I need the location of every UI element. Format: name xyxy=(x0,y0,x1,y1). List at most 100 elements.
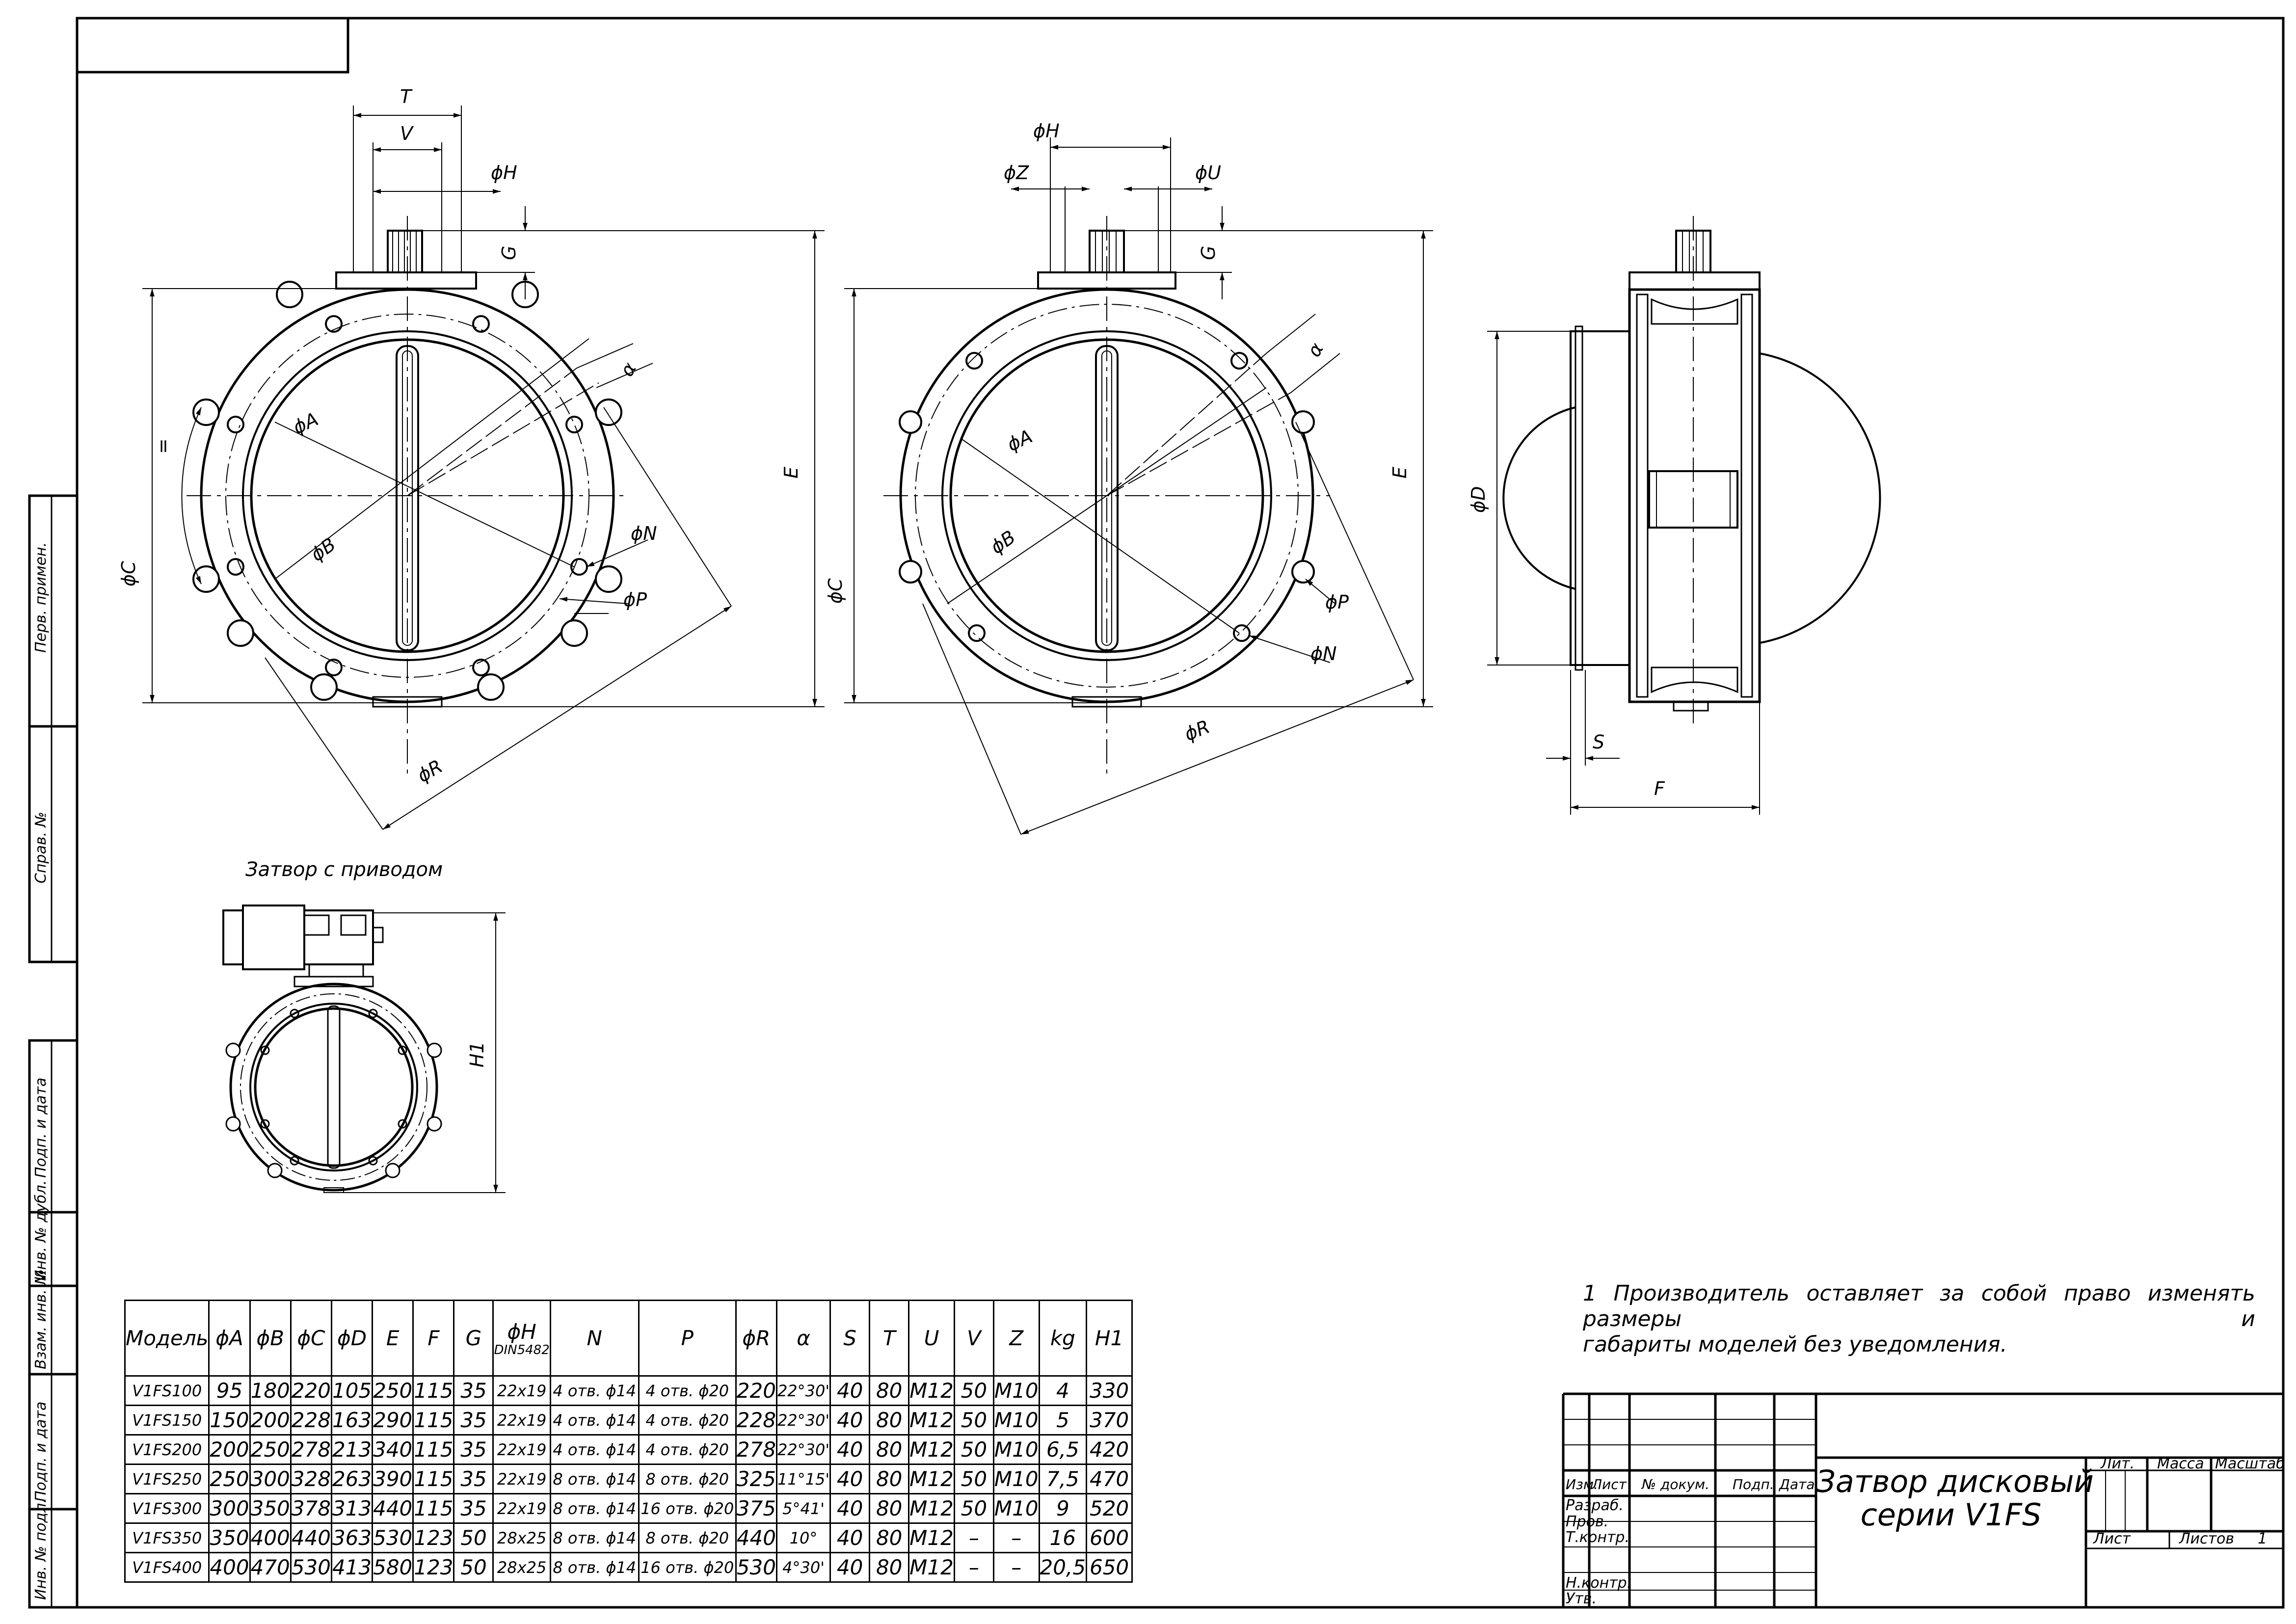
note-line-1: 1 Производитель оставляет за собой право… xyxy=(1583,1281,2255,1331)
table-cell: 330 xyxy=(1086,1375,1133,1406)
tb-mass: Масса xyxy=(2157,1455,2204,1472)
tb-title-line-2: серии V1FS xyxy=(1860,1497,2042,1533)
table-cell: 600 xyxy=(1086,1522,1133,1553)
tb-col-izm: Изм. xyxy=(1566,1476,1598,1492)
table-cell: V1FS300 xyxy=(124,1493,210,1524)
table-cell: 40 xyxy=(829,1405,871,1436)
spec-header-label: ϕA xyxy=(215,1326,243,1350)
side-label-perv-primen: Перв. примен. xyxy=(32,542,50,653)
table-cell: 35 xyxy=(453,1464,494,1494)
table-cell: 123 xyxy=(412,1552,455,1583)
table-cell: 4°30' xyxy=(775,1552,831,1583)
table-cell: 10° xyxy=(775,1522,831,1553)
dim-alpha-label-2: α xyxy=(1303,339,1328,361)
table-cell: 8 отв. ϕ14 xyxy=(549,1552,640,1583)
spec-header-6: F xyxy=(412,1300,455,1377)
dim-r-label-2: ϕR xyxy=(1181,716,1213,745)
table-cell: 200 xyxy=(208,1434,251,1465)
table-cell: 6,5 xyxy=(1038,1434,1088,1465)
table-cell: M12 xyxy=(908,1405,955,1436)
dim-alpha-label: α xyxy=(616,359,641,380)
table-cell: 220 xyxy=(735,1375,777,1406)
table-cell: 95 xyxy=(208,1375,251,1406)
table-cell: 440 xyxy=(290,1522,332,1553)
spec-header-label: ϕH xyxy=(507,1320,536,1344)
table-cell: M12 xyxy=(908,1375,955,1406)
table-cell: – xyxy=(953,1552,994,1583)
table-cell: 105 xyxy=(330,1375,374,1406)
front-view-1 xyxy=(142,106,825,830)
table-cell: V1FS250 xyxy=(124,1464,210,1494)
tb-row-razrab: Разраб. xyxy=(1566,1497,1624,1514)
table-cell: 300 xyxy=(249,1464,292,1494)
table-cell: 40 xyxy=(829,1464,871,1494)
spec-header-label: H1 xyxy=(1095,1326,1124,1350)
side-label-inv-dubl: Инв. № дубл. xyxy=(32,1180,50,1281)
side-view xyxy=(1487,216,1881,815)
table-cell: 40 xyxy=(829,1434,871,1465)
table-cell: 580 xyxy=(372,1552,414,1583)
table-cell: V1FS150 xyxy=(124,1405,210,1436)
table-cell: – xyxy=(992,1552,1040,1583)
table-cell: 35 xyxy=(453,1434,494,1465)
table-cell: 4 отв. ϕ20 xyxy=(638,1405,737,1436)
tb-col-dokum: № докум. xyxy=(1642,1476,1710,1492)
spec-header-label: ϕB xyxy=(256,1326,284,1350)
table-cell: 220 xyxy=(290,1375,332,1406)
spec-header-sub: DIN5482 xyxy=(494,1343,550,1358)
spec-header-15: U xyxy=(908,1300,955,1377)
table-cell: M10 xyxy=(992,1434,1040,1465)
table-cell: – xyxy=(992,1522,1040,1553)
spec-header-label: α xyxy=(797,1326,810,1350)
table-cell: 263 xyxy=(330,1464,374,1494)
tb-sheets: Листов xyxy=(2179,1530,2235,1547)
spec-header-13: S xyxy=(829,1300,871,1377)
table-cell: 530 xyxy=(735,1552,777,1583)
tb-title: Затвор дисковый серии V1FS xyxy=(1816,1464,2094,1533)
table-cell: 22°30' xyxy=(775,1375,831,1406)
spec-header-label: ϕC xyxy=(297,1326,325,1350)
table-cell: 50 xyxy=(953,1405,994,1436)
table-cell: – xyxy=(953,1522,994,1553)
table-cell: 40 xyxy=(829,1375,871,1406)
side-label-podp-data-1: Подп. и дата xyxy=(32,1077,50,1178)
dim-h-label-2: ϕH xyxy=(1033,120,1060,142)
table-cell: 420 xyxy=(1086,1434,1133,1465)
table-cell: 22x19 xyxy=(492,1493,551,1524)
spec-header-label: V xyxy=(966,1326,981,1350)
dim-s-label: S xyxy=(1593,731,1604,753)
table-cell: 5 xyxy=(1038,1405,1088,1436)
table-cell: 22°30' xyxy=(775,1434,831,1465)
spec-header-label: Z xyxy=(1009,1326,1024,1350)
table-cell: 80 xyxy=(869,1522,910,1553)
table-cell: 35 xyxy=(453,1405,494,1436)
table-cell: 22x19 xyxy=(492,1375,551,1406)
table-cell: 22°30' xyxy=(775,1405,831,1436)
table-cell: 290 xyxy=(372,1405,414,1436)
table-cell: 325 xyxy=(735,1464,777,1494)
tb-title-line-1: Затвор дисковый xyxy=(1816,1464,2094,1499)
table-cell: M12 xyxy=(908,1464,955,1494)
tb-col-data: Дата xyxy=(1779,1476,1815,1492)
spec-header-label: ϕD xyxy=(337,1326,367,1350)
tb-sheet: Лист xyxy=(2093,1530,2131,1547)
spec-header-label: U xyxy=(924,1326,939,1350)
table-cell: 28x25 xyxy=(492,1552,551,1583)
dim-t-label: T xyxy=(400,86,413,107)
table-cell: 80 xyxy=(869,1375,910,1406)
spec-header-14: T xyxy=(869,1300,910,1377)
table-cell: 470 xyxy=(1086,1464,1133,1494)
table-cell: 115 xyxy=(412,1375,455,1406)
spec-header-12: α xyxy=(775,1300,831,1377)
table-cell: 8 отв. ϕ14 xyxy=(549,1493,640,1524)
table-cell: M10 xyxy=(992,1405,1040,1436)
dim-e-label-2: E xyxy=(1389,467,1411,479)
table-cell: 250 xyxy=(249,1434,292,1465)
spec-header-19: H1 xyxy=(1086,1300,1133,1377)
spec-header-0: Модель xyxy=(124,1300,210,1377)
table-cell: 11°15' xyxy=(775,1464,831,1494)
